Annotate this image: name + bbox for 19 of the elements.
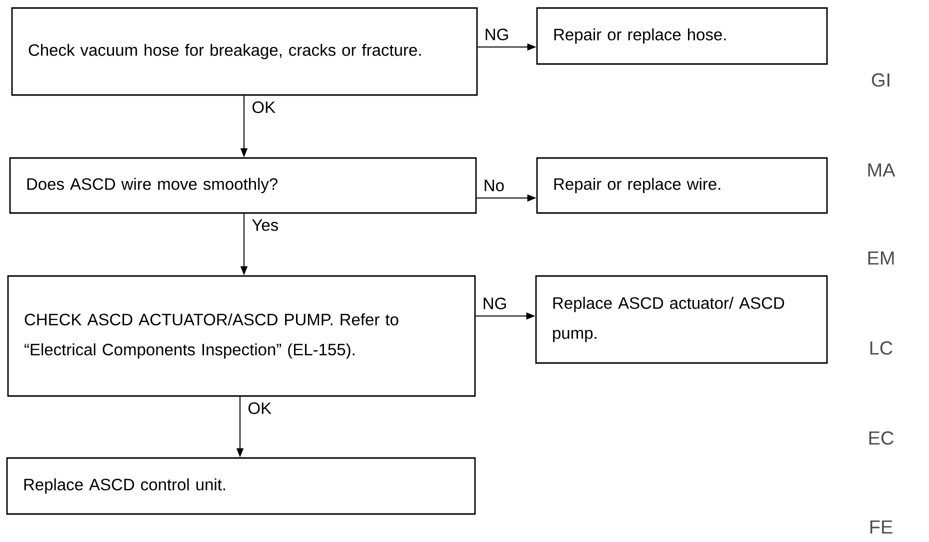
section-tab-label: EC [869,431,894,445]
process-box: Replace ASCD control unit. [6,457,476,515]
section-tab-label: LC [870,341,892,355]
process-box: Repair or replace wire. [536,157,828,214]
edge-label: No [482,178,506,193]
section-tab-label: GI [872,73,890,87]
process-box: Replace ASCD actuator/ ASCD pump. [535,275,828,364]
section-tab-label: FE [870,520,892,534]
edge-label: NG [480,296,509,311]
process-box: Does ASCD wire move smoothly? [9,157,477,214]
process-box: Check vacuum hose for breakage, cracks or fracture. [11,7,478,96]
edge-label: Yes [250,218,280,232]
process-box: CHECK ASCD ACTUATOR/ASCD PUMP. Refer to “Electrical Components Inspection” (EL-155). [7,275,476,397]
edge-label: OK [250,100,278,115]
process-box: Repair or replace hose. [536,7,828,65]
section-tab-label: MA [868,163,896,177]
edge-label: NG [482,27,511,42]
section-tab-label: EM [868,251,894,265]
edge-label: OK [246,400,274,416]
